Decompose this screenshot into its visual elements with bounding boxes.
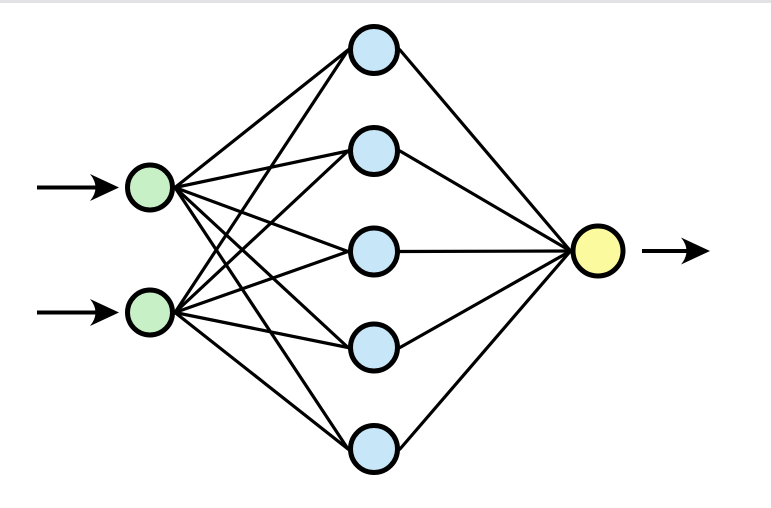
edge-in1-h2: [173, 149, 350, 190]
input-node-1: [125, 162, 175, 213]
edge-in2-h1: [173, 48, 350, 315]
input-arrow-2-head: [90, 299, 119, 326]
edge-in1-h5: [173, 185, 350, 451]
window-top-border: [0, 0, 771, 3]
edge-in2-h2: [173, 149, 350, 315]
edge-h4-out: [398, 249, 573, 350]
edge-h5-out: [398, 249, 573, 451]
edge-h2-out: [398, 149, 573, 253]
input-node-2: [125, 287, 175, 338]
edge-in2-h3: [173, 249, 350, 315]
hidden-node-3: [348, 225, 400, 278]
hidden-node-5: [348, 423, 400, 475]
edge-in1-h3: [173, 185, 350, 254]
edge-h1-out: [398, 48, 573, 253]
edge-h3-out: [398, 249, 573, 254]
hidden-node-2: [348, 125, 400, 177]
output-node: [570, 223, 626, 279]
input-arrow-1-head: [90, 174, 119, 201]
output-arrow-head: [681, 237, 710, 265]
edge-in2-h4: [173, 310, 350, 350]
edge-in2-h5: [173, 310, 350, 451]
hidden-node-1: [348, 24, 400, 76]
edge-in1-h4: [173, 185, 350, 350]
hidden-node-4: [348, 321, 400, 374]
edge-in1-h1: [173, 48, 350, 190]
